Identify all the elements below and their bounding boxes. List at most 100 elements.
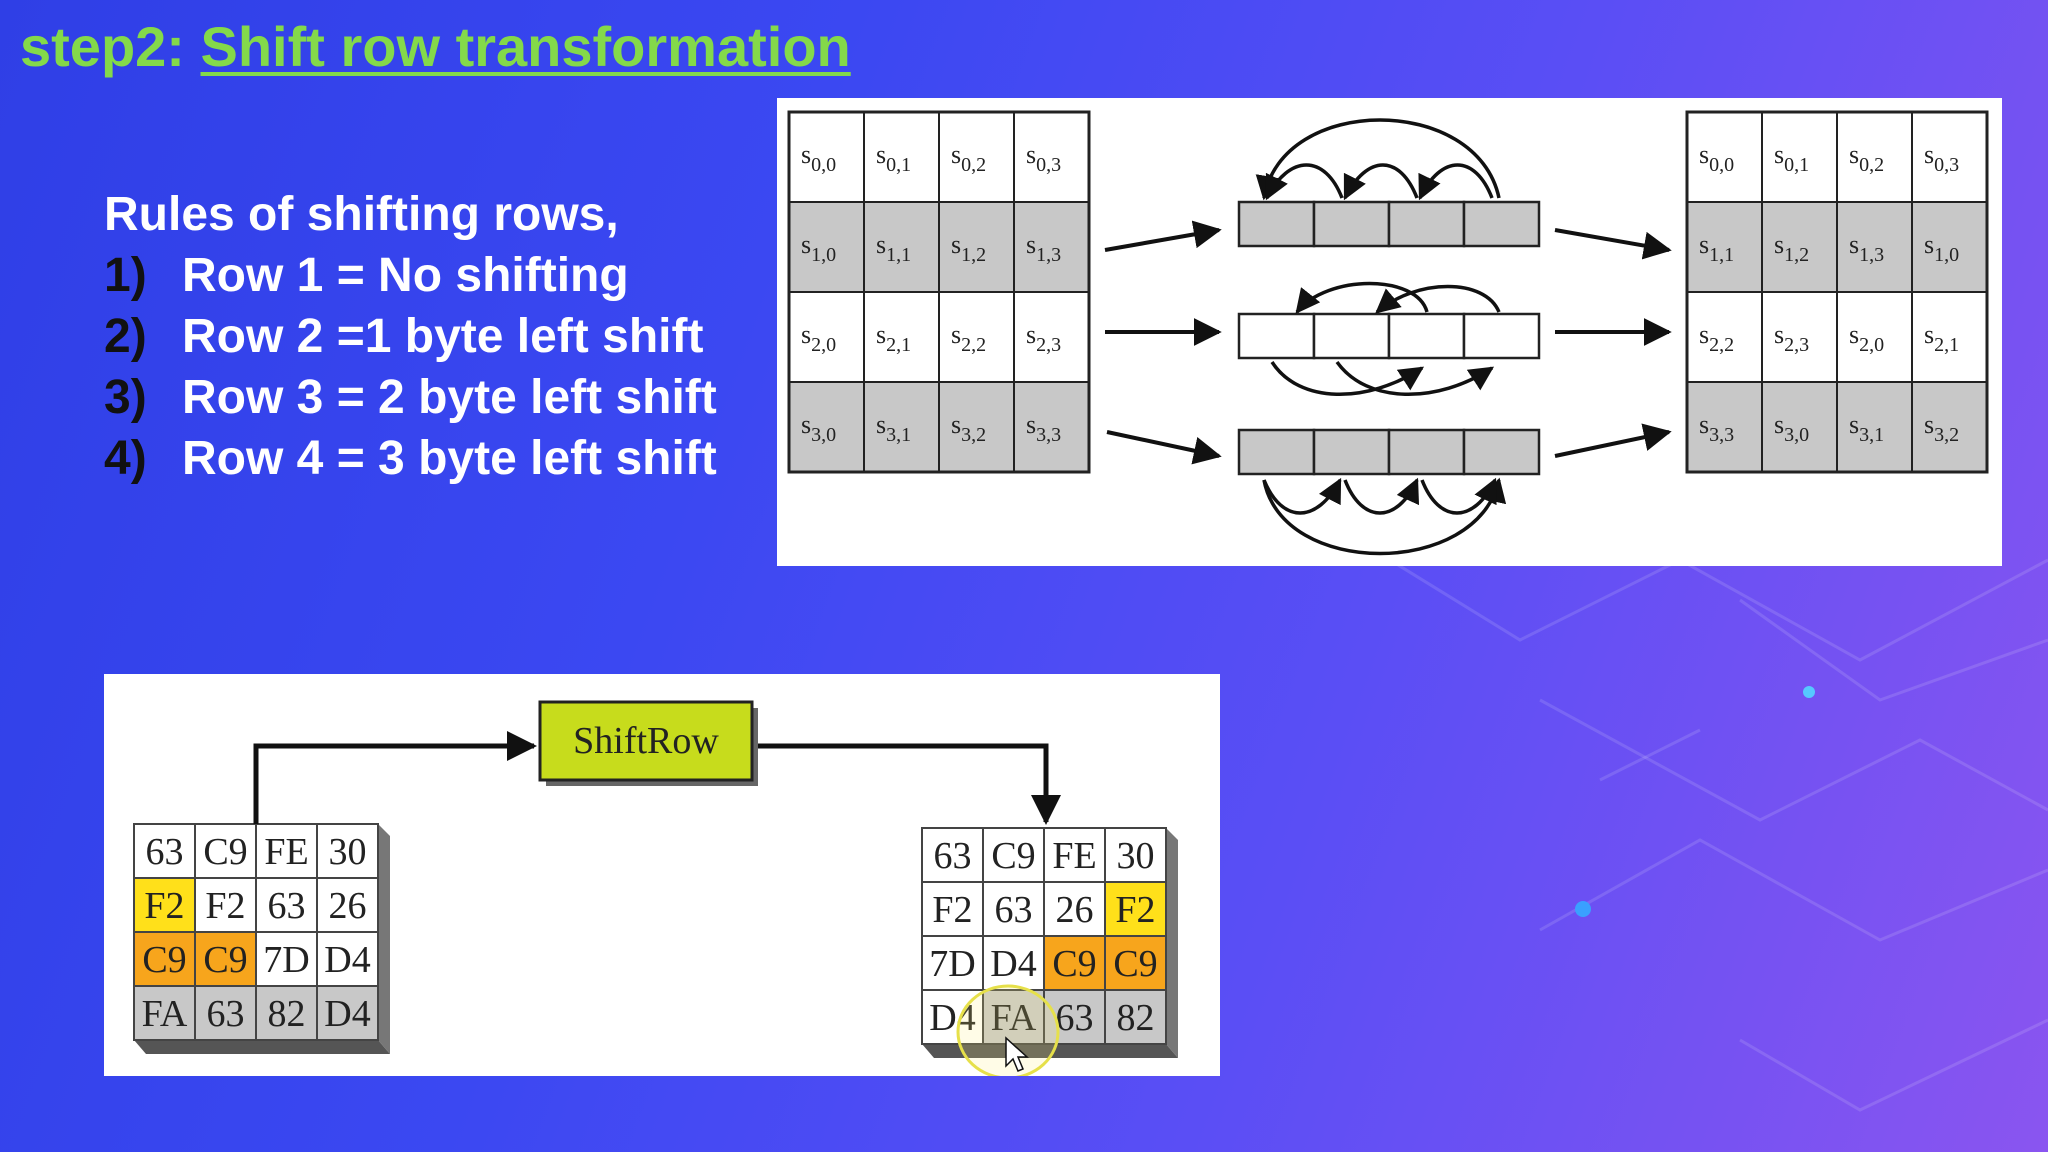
shift-strip-cell [1312,312,1391,360]
state-subscript: 2,2 [1709,334,1734,356]
output-state-cell-label: s2,3 [1774,320,1809,356]
input-matrix-cell-value: 63 [207,993,245,1035]
state-subscript: 3,3 [1036,424,1061,446]
output-matrix-cell [1104,881,1167,937]
input-state-cell-label: s3,3 [1026,410,1061,446]
output-state-cell [1761,291,1838,383]
output-matrix-cell [921,935,984,991]
state-symbol: s [1849,320,1859,349]
input-state-cell-label: s1,3 [1026,230,1061,266]
output-matrix-cell-value: D4 [990,943,1036,985]
output-state-cell-label: s1,2 [1774,230,1809,266]
input-matrix-cell-value: 63 [146,831,184,873]
input-state-cell [1013,201,1090,293]
state-subscript: 2,1 [1934,334,1959,356]
output-matrix-cell-value: F2 [932,889,972,931]
state-symbol: s [1026,230,1036,259]
state-symbol: s [951,140,961,169]
flow-arrow [1554,423,1672,458]
output-state-cell-label: s1,1 [1699,230,1734,266]
shift-curve-arrow [1262,477,1342,515]
state-subscript: 0,1 [1784,154,1809,176]
state-subscript: 1,3 [1036,244,1061,266]
state-symbol: s [1699,140,1709,169]
input-matrix-cell-value: 30 [329,831,367,873]
state-symbol: s [1699,230,1709,259]
input-matrix-cell [133,985,196,1041]
output-state-cell-label: s3,2 [1924,410,1959,446]
output-matrix-cell [1043,827,1106,883]
input-state-cell [938,201,1015,293]
output-matrix-shadow [1166,828,1178,1058]
output-state-cell-label: s3,3 [1699,410,1734,446]
output-state-cell [1836,111,1913,203]
input-state-cell-label: s3,2 [951,410,986,446]
shift-curve-arrow [1262,477,1507,556]
input-matrix-cell [316,931,379,987]
state-subscript: 1,2 [961,244,986,266]
connector-arrow [253,731,537,824]
shiftrow-box-label: ShiftRow [573,720,719,762]
output-matrix-cell [982,989,1045,1045]
title-link[interactable]: Shift row transformation [200,15,851,78]
shift-rules-list: Rules of shifting rows, 1)Row 1 = No shi… [104,184,717,489]
output-matrix-cell [1104,935,1167,991]
output-state-cell-label: s1,3 [1849,230,1884,266]
rule-item: 1)Row 1 = No shifting [104,245,717,306]
output-matrix-cell [921,827,984,883]
output-matrix-cell-value: 82 [1117,997,1155,1039]
shift-curve-arrow [1343,477,1420,515]
output-matrix-cell [1104,989,1167,1045]
output-state-cell-label: s1,0 [1924,230,1959,266]
rule-number: 3) [104,371,147,424]
state-symbol: s [1924,230,1934,259]
rule-text: Row 2 =1 byte left shift [182,310,704,363]
output-matrix-cell-value: C9 [1113,943,1157,985]
state-subscript: 3,2 [961,424,986,446]
flow-arrow [1104,220,1222,252]
shift-curve-arrow [1295,281,1429,314]
input-matrix-cell [133,877,196,933]
input-matrix-cell-value: D4 [324,993,370,1035]
shift-curve-arrow [1375,284,1501,314]
output-matrix-cell-value: 26 [1056,889,1094,931]
state-subscript: 2,1 [886,334,911,356]
input-matrix-shadow [134,1040,390,1054]
output-matrix-cell-value: FE [1052,835,1096,877]
shift-strip-cell [1462,428,1541,476]
input-matrix-cell [255,985,318,1041]
shift-strip-cell [1387,428,1466,476]
input-matrix-cell-value: 26 [329,885,367,927]
shift-strip-cell [1462,312,1541,360]
state-symbol: s [1774,140,1784,169]
state-subscript: 1,1 [1709,244,1734,266]
rule-text: Row 4 = 3 byte left shift [182,432,717,485]
state-symbol: s [1026,140,1036,169]
state-subscript: 3,0 [1784,424,1809,446]
state-symbol: s [1026,320,1036,349]
rule-text: Row 1 = No shifting [182,249,629,302]
mouse-pointer-icon [1005,1036,1029,1072]
input-matrix-cell-value: C9 [203,831,247,873]
state-symbol: s [1849,230,1859,259]
rule-item: 4)Row 4 = 3 byte left shift [104,428,717,489]
state-symbol: s [801,140,811,169]
output-matrix-cell-value: 63 [1056,997,1094,1039]
shift-curve-arrow [1265,163,1344,201]
state-subscript: 3,1 [886,424,911,446]
output-state-cell [1686,291,1763,383]
state-symbol: s [1849,410,1859,439]
rule-item: 3) Row 3 = 2 byte left shift [104,367,717,428]
state-symbol: s [1026,410,1036,439]
state-subscript: 0,2 [1859,154,1884,176]
output-matrix-cell-value: 30 [1117,835,1155,877]
output-matrix-shadow [922,1044,1178,1058]
rule-text: Row 3 = 2 byte left shift [182,371,717,424]
input-state-cell [863,111,940,203]
input-state-border [787,110,1091,474]
state-symbol: s [1924,320,1934,349]
state-symbol: s [951,410,961,439]
state-subscript: 2,3 [1036,334,1061,356]
shift-strip-cell [1237,200,1316,248]
